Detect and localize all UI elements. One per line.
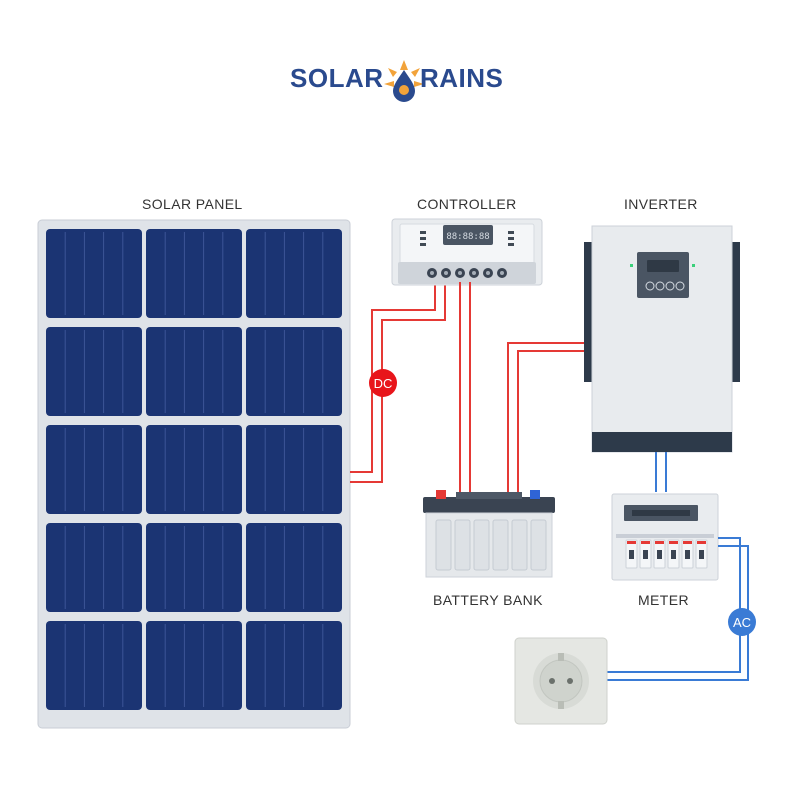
ac-badge-text: AC bbox=[733, 615, 751, 630]
inverter-label: INVERTER bbox=[624, 196, 698, 212]
controller-label: CONTROLLER bbox=[417, 196, 517, 212]
battery-cell bbox=[492, 519, 509, 571]
inverter-display bbox=[647, 260, 679, 272]
ac-badge: AC bbox=[728, 608, 756, 636]
ac-wire-inverter-meter bbox=[655, 452, 667, 492]
dc-wire-panel-controller bbox=[350, 282, 446, 483]
logo-text-right: RAINS bbox=[420, 63, 504, 93]
panel-cell bbox=[146, 229, 242, 318]
battery-lid bbox=[423, 497, 555, 513]
battery-bank bbox=[423, 490, 555, 578]
panel-cell bbox=[246, 327, 342, 416]
inverter-control-panel bbox=[637, 252, 689, 298]
logo-text-left: SOLAR bbox=[290, 63, 384, 93]
panel-cell bbox=[46, 229, 142, 318]
controller-display bbox=[443, 225, 493, 245]
panel-cell bbox=[246, 621, 342, 710]
panel-cell bbox=[46, 621, 142, 710]
battery-cell bbox=[473, 519, 490, 571]
battery-cell bbox=[454, 519, 471, 571]
panel-cell bbox=[146, 621, 242, 710]
dc-wire-inverter-battery bbox=[507, 342, 590, 492]
panel-cell bbox=[146, 523, 242, 612]
wall-socket bbox=[514, 637, 608, 725]
battery-cell bbox=[530, 519, 547, 571]
controller-terminals bbox=[427, 268, 507, 278]
panel-cell bbox=[246, 425, 342, 514]
battery-cells bbox=[435, 519, 547, 571]
panel-cell bbox=[246, 523, 342, 612]
solar-panel-label: SOLAR PANEL bbox=[142, 196, 243, 212]
dc-wire-controller-battery bbox=[459, 282, 471, 492]
battery-cell bbox=[511, 519, 528, 571]
meter-breakers bbox=[625, 539, 708, 569]
panel-cell bbox=[46, 327, 142, 416]
solar-panel bbox=[37, 219, 351, 729]
brand-logo-mark bbox=[384, 60, 424, 102]
panel-cell bbox=[46, 425, 142, 514]
battery-negative-terminal bbox=[530, 490, 540, 499]
solar-panel-cells bbox=[46, 229, 342, 710]
panel-cell bbox=[46, 523, 142, 612]
meter bbox=[611, 493, 719, 581]
panel-cell bbox=[146, 425, 242, 514]
charge-controller: 88:88:88 bbox=[391, 218, 543, 286]
meter-label: METER bbox=[638, 592, 689, 608]
dc-badge-text: DC bbox=[374, 376, 393, 391]
battery-positive-terminal bbox=[436, 490, 446, 499]
battery-cell bbox=[435, 519, 452, 571]
dc-badge: DC bbox=[369, 369, 397, 397]
controller-display-text: 88:88:88 bbox=[446, 232, 489, 242]
inverter-base bbox=[592, 432, 732, 452]
sun-icon bbox=[384, 60, 424, 87]
panel-cell bbox=[246, 229, 342, 318]
battery-bank-label: BATTERY BANK bbox=[433, 592, 543, 608]
inverter bbox=[584, 225, 740, 453]
panel-cell bbox=[146, 327, 242, 416]
